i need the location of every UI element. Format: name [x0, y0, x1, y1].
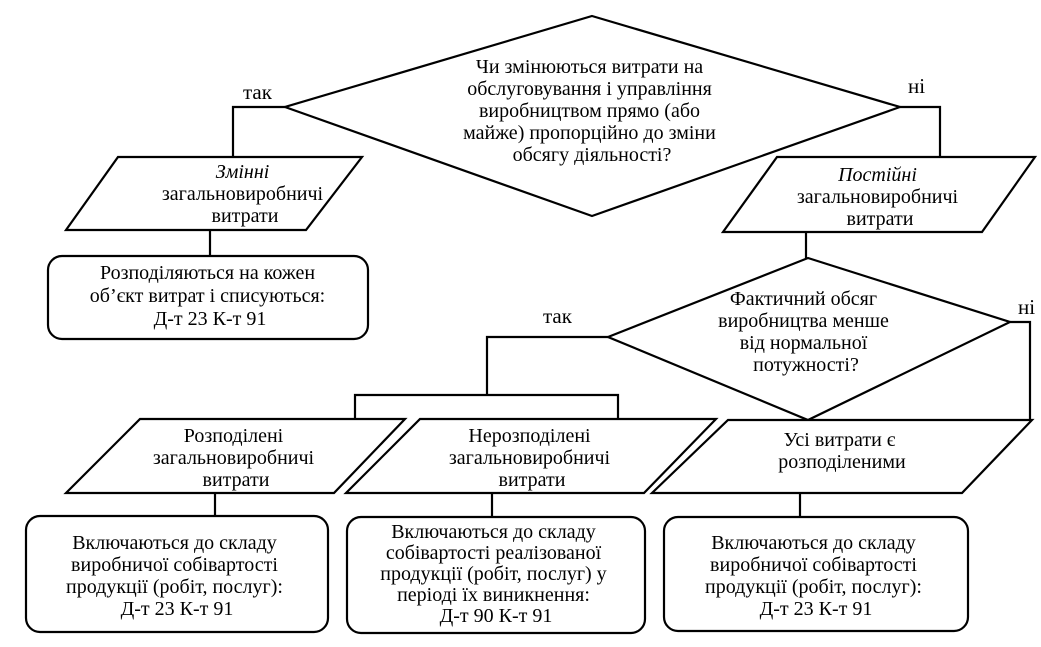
decision-volume: Фактичний обсяг виробництва менше від но…: [605, 256, 1013, 422]
variable-costs-shape: [63, 155, 365, 232]
all-allocated-shape: [649, 418, 1035, 495]
variable-costs-text: Змінні загальновиробничі витрати: [162, 161, 328, 227]
allocated-action-box: [24, 514, 330, 634]
variable-action: Розподіляються на кожен об’єкт витрат і …: [46, 254, 370, 341]
connectors: [208, 105, 1032, 517]
unallocated-action: Включаються до складу собівартості реалі…: [345, 515, 647, 635]
volume-no-label: ні: [1018, 295, 1035, 319]
edge-main-yes: [231, 105, 285, 157]
unallocated-costs-shape: [343, 417, 719, 495]
fixed-costs-text: Постійні загальновиробничі витрати: [797, 164, 963, 230]
allocated-costs: Розподілені загальновиробничі витрати: [63, 417, 408, 495]
unallocated-costs: Нерозподілені загальновиробничі витрати: [343, 417, 719, 495]
edge-main-no: [900, 105, 942, 157]
allocated-costs-shape: [63, 417, 408, 495]
fixed-costs-shape: [720, 155, 1038, 234]
decision-volume-text: Фактичний обсяг виробництва менше від но…: [718, 288, 894, 376]
decision-main-diamond: [281, 14, 904, 218]
all-allocated-text: Усі витрати є розподіленими: [778, 429, 906, 473]
edge-volume-no: [1010, 320, 1032, 420]
all-allocated-action: Включаються до складу виробничої собівар…: [662, 515, 970, 633]
variable-action-text: Розподіляються на кожен об’єкт витрат і …: [90, 262, 330, 330]
variable-costs: Змінні загальновиробничі витрати: [63, 155, 365, 232]
decision-main-text: Чи змінюються витрати на обслуговування …: [463, 56, 721, 166]
decision-main: Чи змінюються витрати на обслуговування …: [281, 14, 904, 218]
volume-yes-label: так: [543, 304, 573, 328]
all-allocated-action-box: [662, 515, 970, 633]
edge-volume-yes: [485, 335, 608, 395]
unallocated-costs-text: Нерозподілені загальновиробничі витрати: [449, 425, 615, 491]
all-allocated: Усі витрати є розподіленими: [649, 418, 1035, 495]
allocated-action: Включаються до складу виробничої собівар…: [24, 514, 330, 634]
unallocated-action-box: [345, 515, 647, 635]
variable-action-box: [46, 254, 370, 341]
all-allocated-action-text: Включаються до складу виробничої собівар…: [705, 532, 927, 620]
edge-volume-split: [353, 393, 620, 419]
fixed-costs: Постійні загальновиробничі витрати: [720, 155, 1038, 234]
allocated-costs-text: Розподілені загальновиробничі витрати: [153, 425, 319, 491]
unallocated-action-text: Включаються до складу собівартості реалі…: [380, 521, 611, 627]
allocated-action-text: Включаються до складу виробничої собівар…: [66, 532, 288, 620]
main-no-label: ні: [908, 74, 925, 98]
main-yes-label: так: [243, 80, 273, 104]
